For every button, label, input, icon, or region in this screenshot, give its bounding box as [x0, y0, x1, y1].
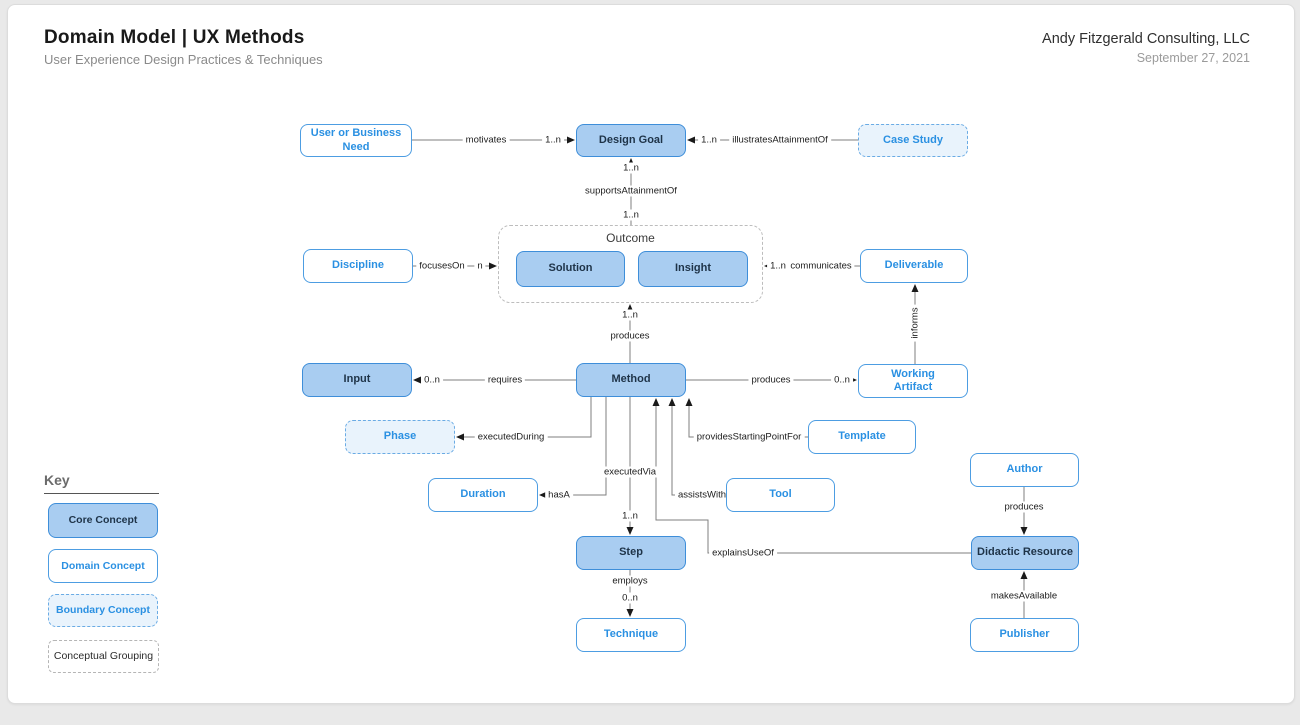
edge-label-focuses-on: focusesOn	[416, 260, 468, 272]
node-author: Author	[970, 453, 1079, 487]
node-technique: Technique	[576, 618, 686, 652]
arrowhead-requires	[413, 376, 421, 384]
arrowhead-employs	[626, 609, 634, 617]
node-solution: Solution	[516, 251, 625, 287]
edge-mult-focuses-on: n	[474, 260, 486, 272]
edge-has-a-line	[547, 397, 607, 496]
arrowhead-produces-didactic-resource	[1020, 527, 1028, 535]
edge-label-employs: employs	[609, 575, 651, 587]
edge-label-illustrates-attainment-of: illustratesAttainmentOf	[729, 134, 831, 146]
node-case-study: Case Study	[858, 124, 968, 157]
node-publisher: Publisher	[970, 618, 1079, 652]
node-phase: Phase	[345, 420, 455, 454]
edge-label-communicates: communicates	[787, 260, 855, 272]
edge-label-assists-with: assistsWith	[674, 489, 730, 501]
arrowhead-focuses-on	[489, 262, 497, 270]
node-input: Input	[302, 363, 412, 397]
page-card: Domain Model | UX Methods User Experienc…	[7, 4, 1295, 704]
node-discipline: Discipline	[303, 249, 413, 283]
node-didactic-resource: Didactic Resource	[971, 536, 1079, 570]
arrowhead-assists-with	[668, 398, 676, 406]
edge-mult-illustrates-attainment-of: 1..n	[698, 134, 720, 146]
node-method: Method	[576, 363, 686, 397]
key-item-core-concept: Core Concept	[48, 503, 158, 538]
edge-label-explains-use-of: explainsUseOf	[709, 547, 777, 559]
node-deliverable: Deliverable	[860, 249, 968, 283]
company-name: Andy Fitzgerald Consulting, LLC	[1042, 31, 1250, 47]
edge-mult-produces-working-artifact: 0..n	[831, 374, 853, 386]
edge-label-executed-via: executedVia	[600, 466, 660, 478]
arrowhead-executed-via	[626, 527, 634, 535]
edge-label-supports-attainment-of: supportsAttainmentOf	[582, 185, 680, 197]
edge-label-provides-starting-point: providesStartingPointFor	[693, 431, 805, 443]
node-step: Step	[576, 536, 686, 570]
edge-mult-communicates: 1..n	[767, 260, 789, 272]
edge-label-motivates: motivates	[462, 134, 510, 146]
node-user-or-business-need: User or Business Need	[300, 124, 412, 157]
page-subtitle: User Experience Design Practices & Techn…	[44, 52, 323, 67]
node-tool: Tool	[726, 478, 835, 512]
arrowhead-motivates	[567, 136, 575, 144]
edge-label-makes-available: makesAvailable	[987, 590, 1061, 602]
key-title: Key	[44, 472, 159, 494]
group-outcome-label: Outcome	[606, 231, 655, 245]
edge-label-produces-didactic-resource: produces	[1001, 501, 1047, 513]
node-template: Template	[808, 420, 916, 454]
edge-mult-motivates: 1..n	[542, 134, 564, 146]
node-insight: Insight	[638, 251, 748, 287]
edge-mult-executed-via: 1..n	[619, 510, 641, 522]
node-working-artifact: Working Artifact	[858, 364, 968, 398]
edge-label-requires: requires	[484, 374, 526, 386]
group-outcome: Outcome	[498, 225, 763, 303]
arrowhead-illustrates-attainment-of	[687, 136, 695, 144]
edge-mult-produces-outcome: 1..n	[619, 309, 641, 321]
arrowhead-provides-starting-point	[685, 398, 693, 406]
edge-mult-supports-attainment-of-top: 1..n	[620, 162, 642, 174]
node-design-goal: Design Goal	[576, 124, 686, 157]
arrowhead-executed-during	[456, 433, 464, 441]
arrowhead-informs	[911, 284, 919, 292]
node-duration: Duration	[428, 478, 538, 512]
edge-mult-employs: 0..n	[619, 592, 641, 604]
edge-mult-supports-attainment-of-bottom: 1..n	[620, 209, 642, 221]
edge-label-executed-during: executedDuring	[474, 431, 548, 443]
page-title: Domain Model | UX Methods	[44, 27, 305, 48]
edge-label-produces-working-artifact: produces	[748, 374, 794, 386]
key-item-domain-concept: Domain Concept	[48, 549, 158, 583]
edge-assists-with-line	[671, 404, 726, 496]
document-date: September 27, 2021	[1136, 51, 1250, 65]
edge-label-produces-outcome: produces	[607, 330, 653, 342]
key-item-boundary-concept: Boundary Concept	[48, 594, 158, 627]
edge-mult-requires: 0..n	[421, 374, 443, 386]
edge-label-has-a: hasA	[545, 489, 573, 501]
edge-label-informs: informs	[909, 304, 921, 342]
key-item-conceptual-grouping: Conceptual Grouping	[48, 640, 159, 673]
arrowhead-makes-available	[1020, 571, 1028, 579]
arrowhead-explains-use-of	[652, 398, 660, 406]
